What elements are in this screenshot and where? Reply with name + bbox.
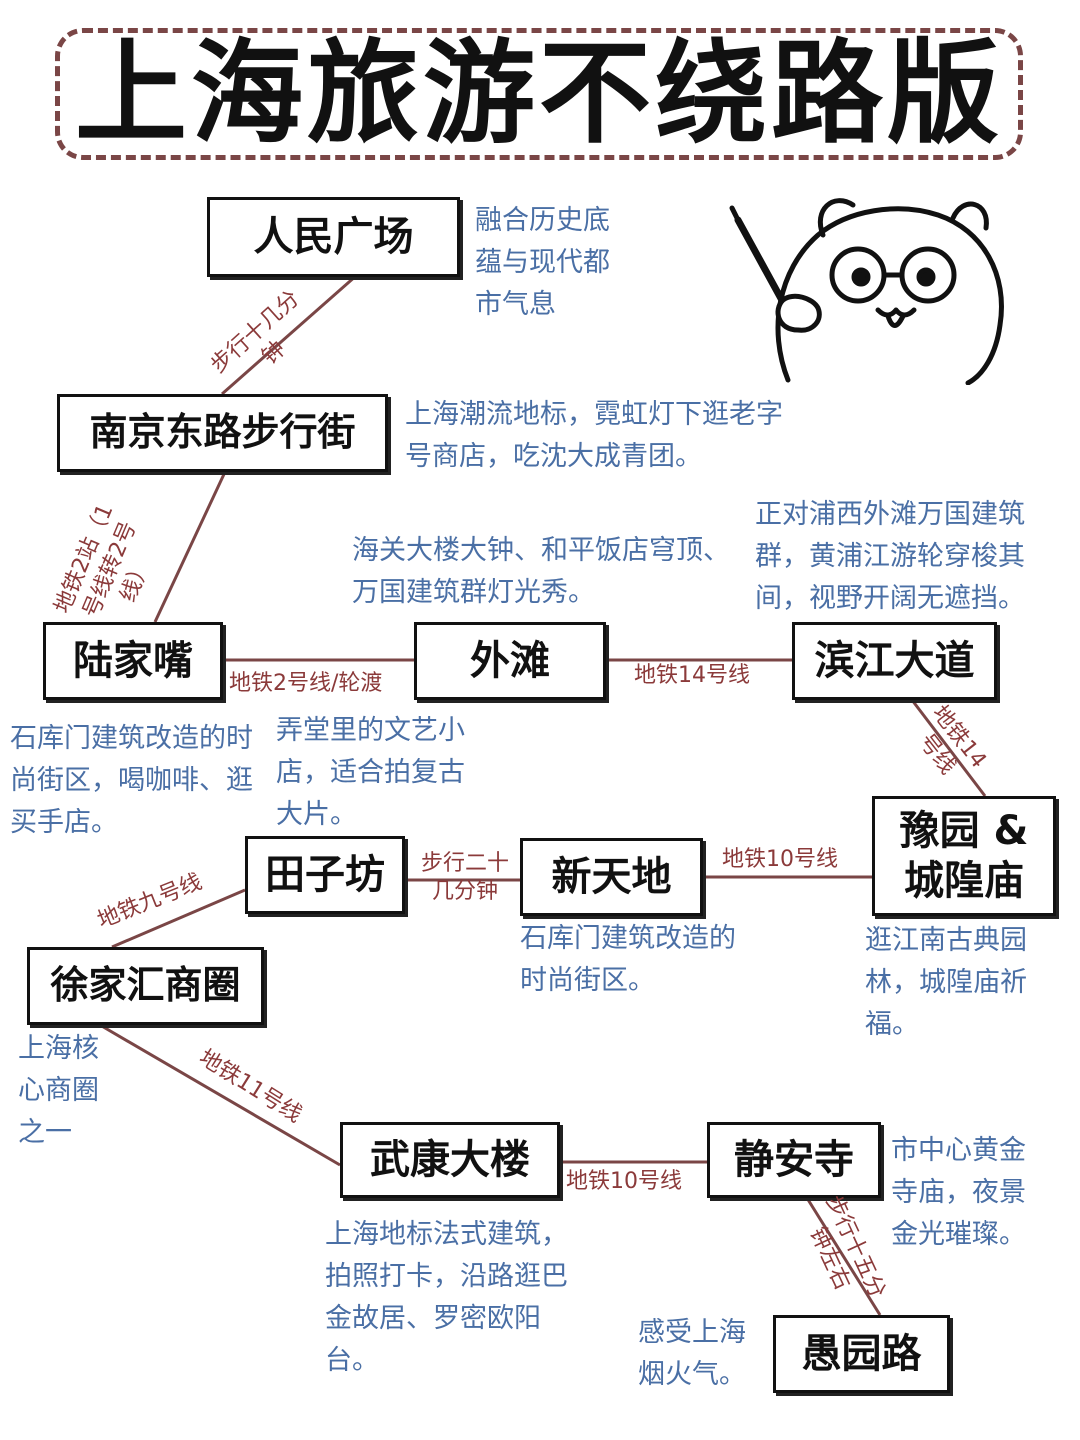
route-label-wukang-jingan: 地铁10号线 [566, 1169, 682, 1194]
desc-binjiang-avenue: 正对浦西外滩万国建筑群，黄浦江游轮穿梭其间，视野开阔无遮挡。 [755, 499, 1025, 614]
connector-binjiang-yuyuan [910, 699, 987, 797]
desc-renmin-square: 融合历史底蕴与现代都市气息 [475, 205, 610, 320]
route-label-yuyuan-xintiandi: 地铁10号线 [722, 847, 838, 872]
connector-nanjing-lujiazui [153, 471, 227, 623]
desc-lujiazui: 石库门建筑改造的时尚街区，喝咖啡、逛买手店。 [10, 723, 253, 838]
node-yuyuan-temple: 豫园 & 城隍庙 [872, 796, 1056, 916]
desc-wukang-building: 上海地标法式建筑，拍照打卡，沿路逛巴金故居、罗密欧阳台。 [325, 1219, 568, 1376]
node-xujiahui: 徐家汇商圈 [27, 947, 264, 1025]
node-lujiazui: 陆家嘴 [43, 622, 223, 700]
connector-tianzifang-xujiahui [111, 888, 246, 949]
route-label-lujiazui-bund: 地铁2号线/轮渡 [229, 671, 383, 696]
node-binjiang-avenue: 滨江大道 [792, 622, 997, 700]
desc-xintiandi: 石库门建筑改造的时尚街区。 [520, 923, 736, 996]
connector-jingan-yuyuanlu [805, 1197, 882, 1316]
desc-the-bund: 海关大楼大钟、和平饭店穹顶、万国建筑群灯光秀。 [352, 535, 730, 608]
node-renmin-square: 人民广场 [207, 197, 460, 277]
route-label-bund-binjiang: 地铁14号线 [634, 663, 750, 688]
desc-xujiahui: 上海核心商圈之一 [18, 1033, 99, 1148]
desc-yuyuan-road: 感受上海烟火气。 [638, 1317, 746, 1390]
desc-tianzifang: 弄堂里的文艺小店，适合拍复古大片。 [276, 715, 465, 830]
bear-with-glasses-pointer-icon [729, 198, 1004, 385]
desc-nanjing-road: 上海潮流地标，霓虹灯下逛老字号商店，吃沈大成青团。 [405, 399, 783, 472]
page-title: 上海旅游不绕路版 [75, 29, 1003, 159]
connector-xujiahui-wukang [99, 1023, 341, 1167]
desc-yuyuan-temple: 逛江南古典园林，城隍庙祈福。 [865, 925, 1027, 1040]
route-label-xintiandi-tianzifang: 步行二十几分钟 [420, 851, 509, 904]
node-xintiandi: 新天地 [520, 838, 703, 916]
desc-jingan-temple: 市中心黄金寺庙，夜景金光璀璨。 [891, 1135, 1026, 1250]
node-tianzifang: 田子坊 [245, 836, 405, 914]
connector-renmin-nanjing [221, 273, 358, 396]
node-yuyuan-road: 愚园路 [773, 1315, 950, 1393]
node-jingan-temple: 静安寺 [707, 1122, 881, 1198]
node-the-bund: 外滩 [414, 622, 606, 700]
node-wukang-building: 武康大楼 [340, 1122, 560, 1198]
title-banner: 上海旅游不绕路版 [55, 28, 1023, 160]
node-nanjing-road: 南京东路步行街 [57, 394, 388, 472]
